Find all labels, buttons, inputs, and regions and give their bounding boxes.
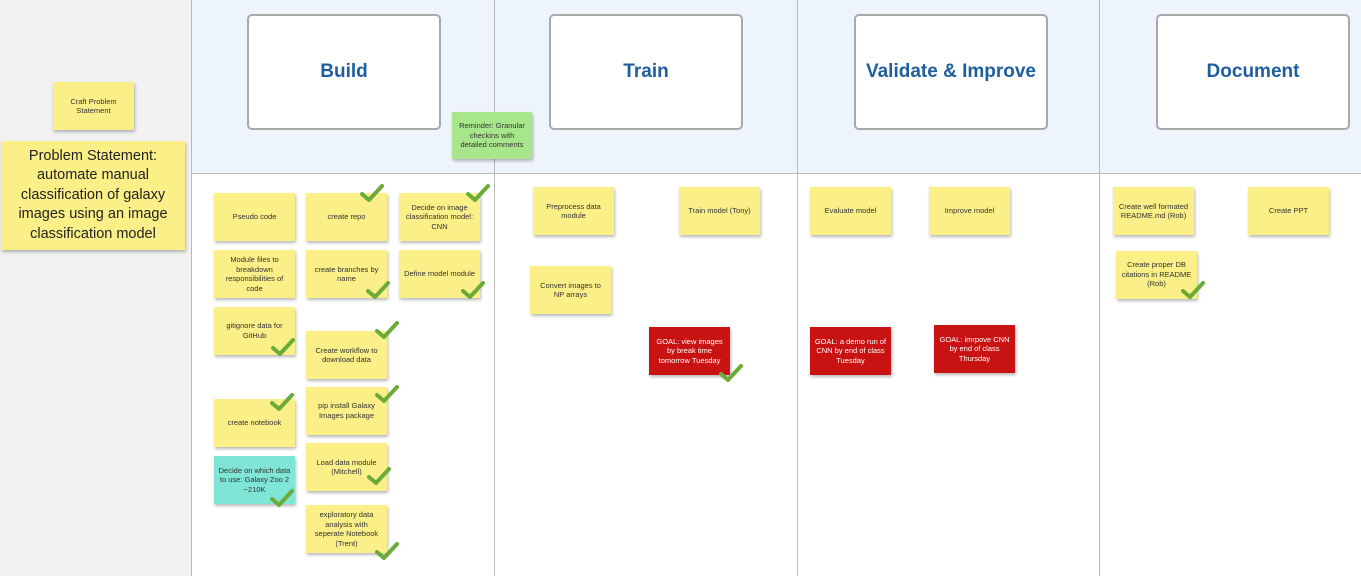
column-validate: Validate & Improve <box>797 0 1100 576</box>
note-create-ppt[interactable]: Create PPT <box>1248 187 1329 235</box>
note-convert-images[interactable]: Convert images to NP arrays <box>530 266 611 314</box>
note-readme[interactable]: Create well formated README.md (Rob) <box>1113 187 1194 235</box>
note-eda[interactable]: exploratory data analysis with seperate … <box>306 505 387 553</box>
column-title-train[interactable]: Train <box>549 14 743 130</box>
column-body <box>495 174 797 576</box>
note-improve-model[interactable]: Improve model <box>929 187 1010 235</box>
note-define-model[interactable]: Define model module <box>399 250 480 298</box>
column-title-build[interactable]: Build <box>247 14 441 130</box>
column-body <box>798 174 1100 576</box>
note-goal-improve-cnn[interactable]: GOAL: imrpove CNN by end of class Thursd… <box>934 325 1015 373</box>
note-pip-install[interactable]: pip install Galaxy Images package <box>306 387 387 435</box>
column-body <box>1100 174 1361 576</box>
note-workflow[interactable]: Create workflow to download data <box>306 331 387 379</box>
note-goal-demo-run[interactable]: GOAL: a demo run of CNN by end of class … <box>810 327 891 375</box>
note-create-branches[interactable]: create branches by name <box>306 250 387 298</box>
note-evaluate-model[interactable]: Evaluate model <box>810 187 891 235</box>
note-decide-model[interactable]: Decide on image classification model: CN… <box>399 193 480 241</box>
note-load-data[interactable]: Load data module (Mitchell) <box>306 443 387 491</box>
note-reminder[interactable]: Reminder: Granular checkins with detaile… <box>452 112 532 159</box>
note-craft-problem-statement[interactable]: Craft Problem Statement <box>53 82 134 130</box>
column-train: Train <box>494 0 797 576</box>
note-create-repo[interactable]: create repo <box>306 193 387 241</box>
note-create-notebook[interactable]: create notebook <box>214 399 295 447</box>
note-module-files[interactable]: Module files to breakdown responsibiliti… <box>214 250 295 298</box>
column-document: Document <box>1099 0 1361 576</box>
note-decide-data[interactable]: Decide on which data to use: Galaxy Zoo … <box>214 456 295 504</box>
note-problem-statement[interactable]: Problem Statement: automate manual class… <box>1 141 185 250</box>
column-title-document[interactable]: Document <box>1156 14 1350 130</box>
note-train-model[interactable]: Train model (Tony) <box>679 187 760 235</box>
note-gitignore[interactable]: gitignore data for GitHub <box>214 307 295 355</box>
note-goal-view-images[interactable]: GOAL: view images by break time tomorrow… <box>649 327 730 375</box>
note-pseudo-code[interactable]: Pseudo code <box>214 193 295 241</box>
note-preprocess[interactable]: Preprocess data module <box>533 187 614 235</box>
note-db-citations[interactable]: Create proper DB citations in README (Ro… <box>1116 251 1197 299</box>
column-title-validate[interactable]: Validate & Improve <box>854 14 1048 130</box>
